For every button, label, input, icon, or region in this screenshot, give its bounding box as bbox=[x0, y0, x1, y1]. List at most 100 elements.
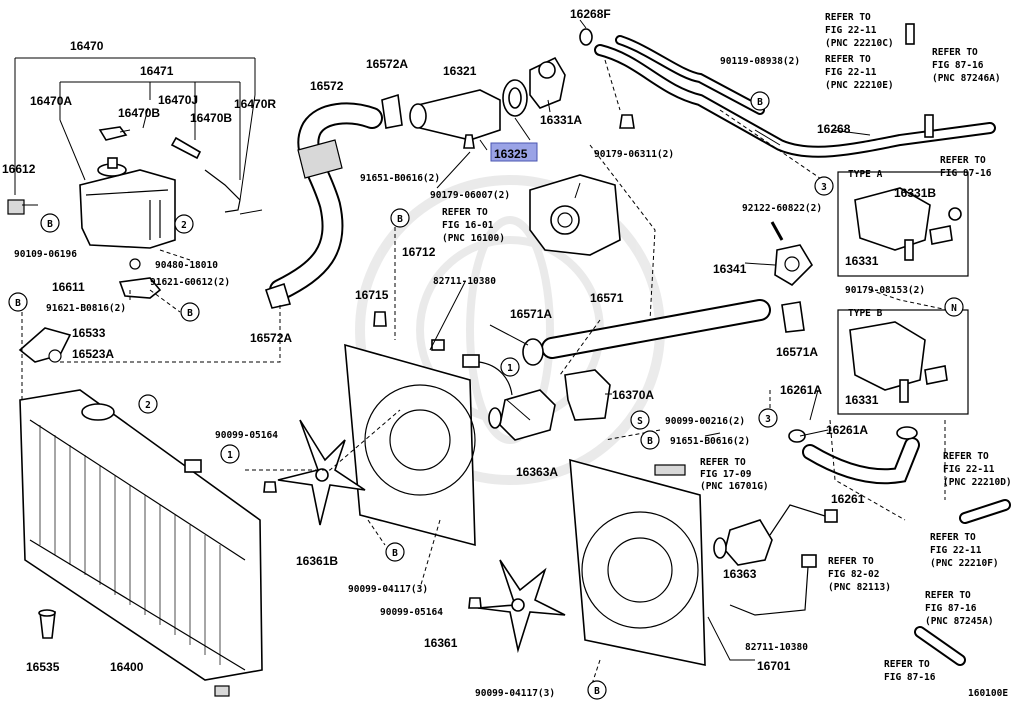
label-16361B: 16361B bbox=[296, 554, 338, 568]
marker-1: 1 bbox=[507, 363, 513, 374]
clamp-16261A-b[interactable] bbox=[896, 426, 918, 440]
ref-line: REFER TO bbox=[943, 451, 989, 462]
water-inlet-16331-type-a[interactable] bbox=[854, 187, 953, 261]
label-16470R: 16470R bbox=[234, 97, 276, 111]
label-16612: 16612 bbox=[2, 162, 36, 176]
ref-line: (PNC 16701G) bbox=[700, 481, 769, 492]
plug-16268F[interactable] bbox=[579, 28, 593, 46]
label-90119-08938: 90119-08938(2) bbox=[720, 56, 800, 67]
hose-16572[interactable] bbox=[269, 102, 383, 301]
ref-line: FIG 17-09 bbox=[700, 469, 752, 480]
label-82711-10380: 82711-10380 bbox=[745, 642, 808, 653]
fan-shroud-16712[interactable] bbox=[344, 343, 476, 547]
label-16470J: 16470J bbox=[158, 93, 198, 107]
label-16470: 16470 bbox=[70, 39, 104, 53]
fan-16361[interactable] bbox=[477, 559, 566, 654]
ref-line: FIG 22-11 bbox=[825, 67, 877, 78]
water-inlet-16331-type-b[interactable] bbox=[849, 321, 948, 403]
label-type-a: TYPE A bbox=[848, 169, 883, 180]
label-90179-08153: 90179-08153(2) bbox=[845, 285, 925, 296]
label-91621-b0816: 91621-B0816(2) bbox=[46, 303, 126, 314]
fasteners bbox=[263, 134, 686, 609]
refer-blocks: REFER TO FIG 22-11 (PNC 22210C) REFER TO… bbox=[442, 12, 1012, 683]
motor-cover-16370A[interactable] bbox=[564, 369, 611, 421]
ref-line: REFER TO bbox=[825, 54, 871, 65]
label-90179-06007: 90179-06007(2) bbox=[430, 190, 510, 201]
gasket-16325[interactable] bbox=[502, 79, 528, 117]
label-16363: 16363 bbox=[723, 567, 757, 581]
label-16712: 16712 bbox=[402, 245, 436, 259]
clamp-16572A-bottom[interactable] bbox=[264, 282, 292, 309]
label-16325: 16325 bbox=[494, 147, 528, 161]
plug-16331B[interactable] bbox=[948, 207, 962, 221]
label-16572: 16572 bbox=[310, 79, 344, 93]
reservoir-group bbox=[7, 57, 256, 363]
marker-n: N bbox=[951, 303, 957, 314]
water-pipe-16268[interactable] bbox=[594, 23, 996, 158]
marker-b: B bbox=[757, 97, 763, 108]
marker-b: B bbox=[392, 548, 398, 559]
hose-16261[interactable] bbox=[802, 437, 920, 485]
ref-line: (PNC 87245A) bbox=[925, 616, 994, 627]
label-90109-06196: 90109-06196 bbox=[14, 249, 77, 260]
label-16535: 16535 bbox=[26, 660, 60, 674]
drain-plug-16535[interactable] bbox=[38, 609, 56, 639]
ref-line: REFER TO bbox=[930, 532, 976, 543]
type-a-box bbox=[837, 171, 969, 277]
radiator-16400[interactable] bbox=[19, 389, 263, 697]
gasket-16341[interactable] bbox=[774, 244, 814, 287]
label-16533: 16533 bbox=[72, 326, 106, 340]
marker-circles bbox=[8, 91, 964, 700]
clamp-16572A-top[interactable] bbox=[381, 93, 403, 129]
ref-line: REFER TO bbox=[932, 47, 978, 58]
thermostat-16331A[interactable] bbox=[529, 56, 566, 109]
part-labels: 16470 16471 16470A 16470B 16470J 16470R … bbox=[2, 7, 1008, 699]
water-inlet-16321[interactable] bbox=[409, 89, 501, 141]
label-16571A: 16571A bbox=[776, 345, 818, 359]
label-90099-04117: 90099-04117(3) bbox=[348, 584, 428, 595]
ref-line: FIG 16-01 bbox=[442, 220, 494, 231]
clamp-16261A-a[interactable] bbox=[788, 429, 806, 443]
ref-line: (PNC 22210F) bbox=[930, 558, 999, 569]
fan-16361B[interactable] bbox=[277, 419, 366, 526]
bolt-90179-06311[interactable] bbox=[619, 114, 635, 129]
ref-line: (PNC 16100) bbox=[442, 233, 505, 244]
ref-line: (PNC 82113) bbox=[828, 582, 891, 593]
marker-letters: B B B B B B B S B N 1 1 2 2 3 3 bbox=[15, 97, 957, 697]
label-90480-18010: 90480-18010 bbox=[155, 260, 218, 271]
label-16361: 16361 bbox=[424, 636, 458, 650]
label-16363A: 16363A bbox=[516, 465, 558, 479]
label-16321: 16321 bbox=[443, 64, 477, 78]
ref-line: FIG 22-11 bbox=[943, 464, 995, 475]
marker-b: B bbox=[647, 436, 653, 447]
figure-code: 160100E bbox=[968, 688, 1008, 699]
label-92122-60822: 92122-60822(2) bbox=[742, 203, 822, 214]
ref-line: (PNC 87246A) bbox=[932, 73, 1001, 84]
label-91651-b0616: 91651-B0616(2) bbox=[670, 436, 750, 447]
label-16261: 16261 bbox=[831, 492, 865, 506]
label-16470A: 16470A bbox=[30, 94, 72, 108]
marker-3: 3 bbox=[821, 182, 827, 193]
fan-shroud-16701[interactable] bbox=[569, 458, 706, 666]
marker-2: 2 bbox=[181, 220, 187, 231]
label-type-b: TYPE B bbox=[848, 308, 883, 319]
connector-82711-bottom[interactable] bbox=[729, 504, 838, 616]
label-16701: 16701 bbox=[757, 659, 791, 673]
label-82711-10380: 82711-10380 bbox=[433, 276, 496, 287]
type-b-box bbox=[837, 309, 969, 415]
hose-16571[interactable] bbox=[541, 299, 771, 359]
clamp-16571A-right[interactable] bbox=[781, 301, 805, 333]
stud-92122[interactable] bbox=[770, 221, 784, 241]
label-16471: 16471 bbox=[140, 64, 174, 78]
label-16571: 16571 bbox=[590, 291, 624, 305]
fan-motor-16363[interactable] bbox=[713, 519, 773, 566]
ref-line: (PNC 22210D) bbox=[943, 477, 1012, 488]
connector-82711-top[interactable] bbox=[462, 354, 513, 396]
marker-s: S bbox=[637, 416, 643, 427]
fan-motor-16363A[interactable] bbox=[488, 389, 556, 441]
label-16611: 16611 bbox=[52, 280, 85, 294]
label-90099-05164: 90099-05164 bbox=[215, 430, 278, 441]
clamp-16571A-mid[interactable] bbox=[522, 338, 544, 366]
label-16571A: 16571A bbox=[510, 307, 552, 321]
ref-line: REFER TO bbox=[884, 659, 930, 670]
